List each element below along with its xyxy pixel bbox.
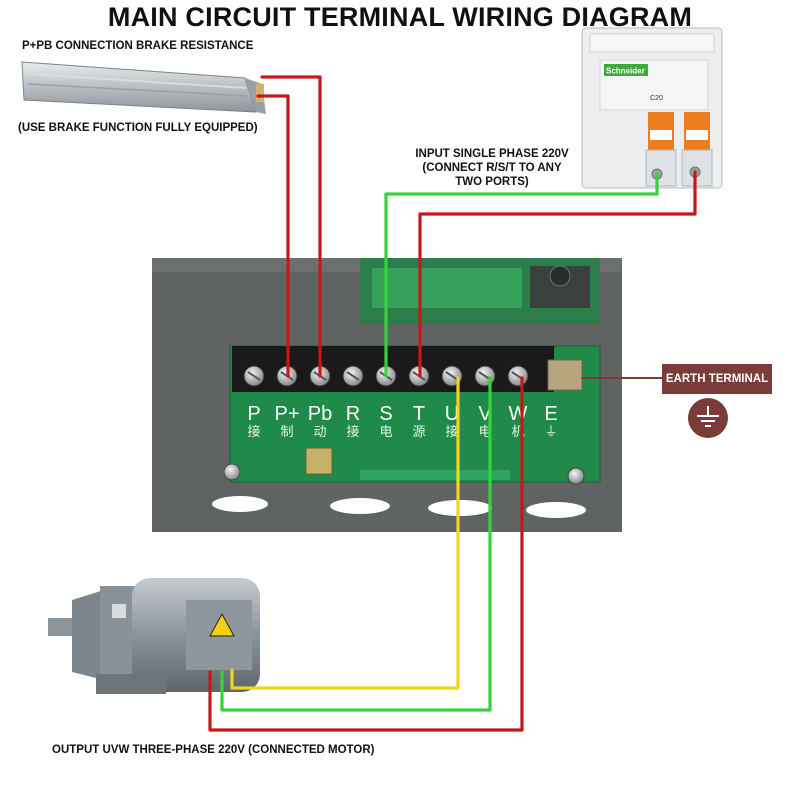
circuit-breaker: Schneider C20 xyxy=(581,27,723,189)
brake-top-label: P+PB CONNECTION BRAKE RESISTANCE xyxy=(22,40,254,52)
wire-input-s xyxy=(384,172,659,378)
terminal-cn-label: 电 xyxy=(379,425,392,440)
wire-brake-pb xyxy=(260,75,322,378)
wire-output-u xyxy=(230,376,460,690)
terminal-label-w: W xyxy=(509,403,528,425)
terminal-label-pplus: P+ xyxy=(274,403,299,425)
wire-input-t xyxy=(418,170,697,378)
terminal-label-u: U xyxy=(445,403,459,425)
terminal-label-r: R xyxy=(346,403,360,425)
terminal-label-pb: Pb xyxy=(308,403,332,425)
terminal-cn-label: 接 xyxy=(445,424,458,440)
output-label: OUTPUT UVW THREE-PHASE 220V (CONNECTED M… xyxy=(52,744,375,756)
inverter-enclosure xyxy=(152,258,622,532)
terminal-label-p: P xyxy=(247,403,260,425)
breaker-model: C20 xyxy=(650,95,663,102)
terminal-cn-label: 接 xyxy=(247,424,260,440)
terminal-cn-label: 接 xyxy=(346,424,359,440)
wire-output-v xyxy=(220,376,492,712)
terminal-cn-label: 制 xyxy=(280,425,293,440)
terminal-cn-label: 源 xyxy=(412,425,425,440)
terminal-label-e: E xyxy=(544,403,557,425)
wire-brake-pplus xyxy=(256,94,290,378)
terminal-cn-label: ⏚ xyxy=(544,425,557,440)
ground-icon xyxy=(688,398,728,438)
terminal-screw-slot xyxy=(247,371,261,381)
breaker-brand: Schneider xyxy=(606,67,645,76)
brake-resistor xyxy=(21,61,266,114)
input-label-line1: INPUT SINGLE PHASE 220V xyxy=(415,148,569,160)
terminal-screw-slot xyxy=(445,371,459,381)
terminal-label-s: S xyxy=(379,403,392,425)
terminal-screw-slot xyxy=(346,371,360,381)
terminal-label-t: T xyxy=(413,403,425,425)
page-title: MAIN CIRCUIT TERMINAL WIRING DIAGRAM xyxy=(107,2,693,32)
motor xyxy=(48,578,260,694)
terminal-cn-label: 动 xyxy=(313,425,326,440)
input-label-line3: TWO PORTS) xyxy=(455,176,529,188)
earth-terminal-label: EARTH TERMINAL xyxy=(662,364,772,394)
brake-bottom-label: (USE BRAKE FUNCTION FULLY EQUIPPED) xyxy=(18,122,258,134)
input-label-line2: (CONNECT R/S/T TO ANY xyxy=(422,162,562,174)
terminal-cn-label: 电 xyxy=(478,425,491,440)
wire-output-w xyxy=(208,376,524,732)
wires xyxy=(208,75,697,732)
